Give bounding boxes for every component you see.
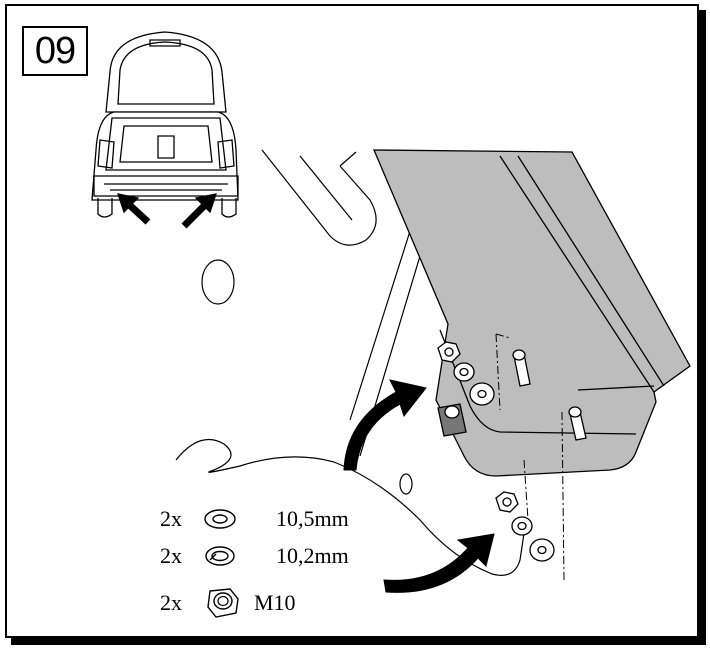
frame-shadow-right [699,10,706,644]
car-rear-view-icon [91,31,239,229]
curved-arrow-icon [343,379,427,471]
parts-list-item: 2x M10 [160,588,296,618]
frame-shadow-bottom [11,638,706,645]
part-size: M10 [254,590,296,615]
hex-nut-icon [202,588,258,618]
part-size: 10,2mm [276,543,349,568]
part-quantity: 2x [160,590,182,615]
part-quantity: 2x [160,543,182,568]
towbar-bracket [373,149,691,477]
upper-hardware-stack [437,341,495,406]
lower-hardware-stack [495,491,555,562]
parts-list-item: 2x 10,2mm [160,541,349,571]
curved-arrow-icon [383,533,495,593]
flat-washer-icon [202,504,258,534]
parts-list-item: 2x 10,5mm [160,504,349,534]
step-number: 09 [22,26,88,76]
part-quantity: 2x [160,506,182,531]
part-size: 10,5mm [276,506,349,531]
alignment-guides [495,333,565,581]
spring-washer-icon [202,541,258,571]
